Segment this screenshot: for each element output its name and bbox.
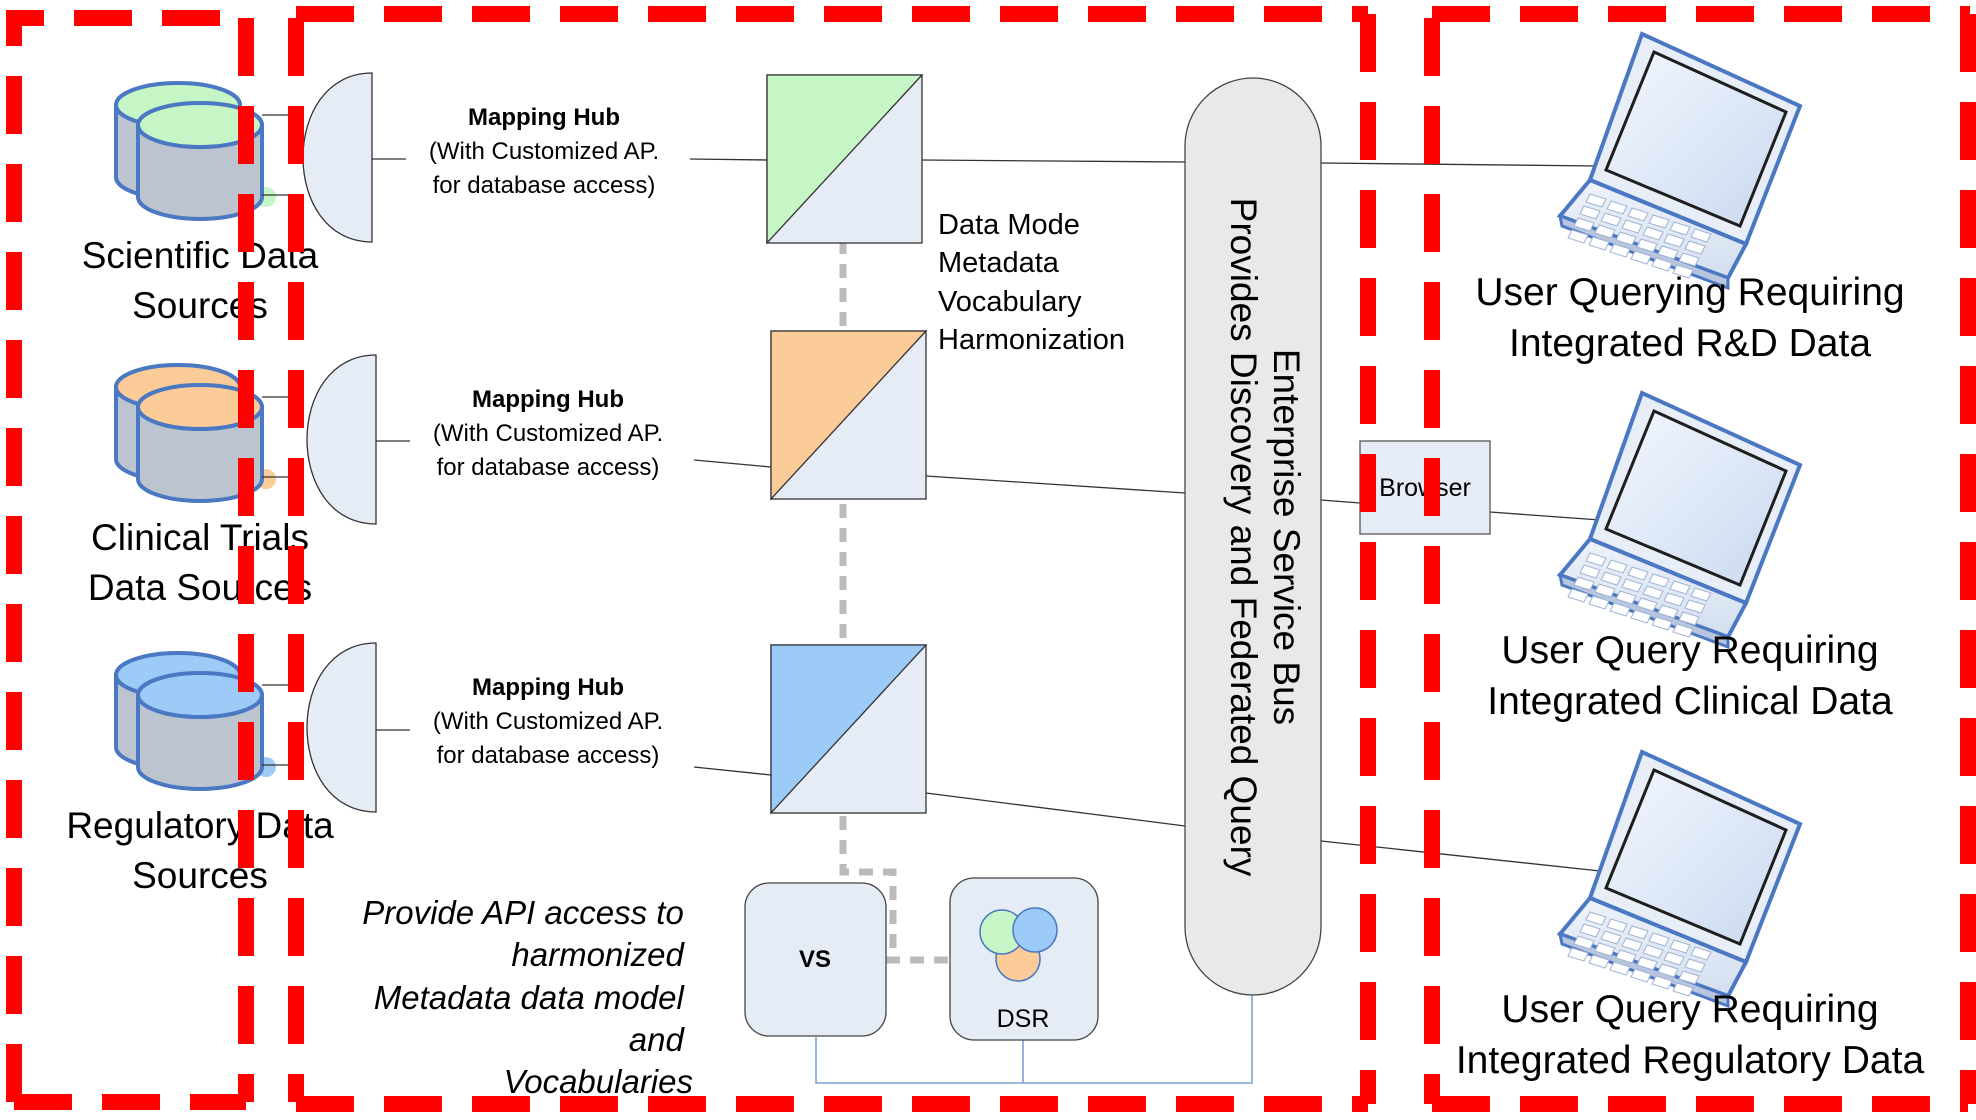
api-note: Provide API access to harmonized Metadat…: [362, 894, 693, 1100]
connector-box3-esb: [925, 792, 1186, 827]
api-note-line: and: [629, 1021, 686, 1058]
laptop-icon: [1556, 749, 1803, 1009]
dashed-boundaries: [6, 6, 1976, 1112]
mapping-hub-1[interactable]: Mapping Hub (With Customized AP. for datab…: [302, 72, 659, 243]
user-label: Integrated Clinical Data: [1487, 680, 1893, 723]
connector-hub3-box: [693, 766, 772, 776]
metadata-label-line: Metadata: [938, 247, 1060, 279]
connector-box1-esb: [921, 159, 1186, 163]
harmonization-dotted-link: [839, 168, 955, 964]
data-source-label: Scientific Data: [82, 235, 319, 276]
mapping-hub-shape: [306, 642, 377, 813]
harmonization-box-2[interactable]: [770, 330, 928, 501]
user-label: User Querying Requiring: [1475, 271, 1904, 314]
metadata-label: Data Mode Metadata Vocabulary Harmonizat…: [938, 209, 1125, 356]
metadata-label-line: Data Mode: [938, 209, 1080, 241]
api-note-line: Vocabularies: [503, 1063, 693, 1100]
metadata-label-line: Harmonization: [938, 324, 1125, 356]
laptop-icon: [1556, 390, 1803, 650]
api-note-line: Provide API access to: [362, 894, 684, 931]
dsr-circle-blue: [1012, 907, 1058, 953]
data-source-label: Clinical Trials: [91, 517, 309, 558]
connector-esb-browser: [1320, 499, 1361, 504]
harmonization-box-1[interactable]: [766, 74, 924, 245]
mapping-hub-title: Mapping Hub: [472, 386, 624, 413]
database-icon: [136, 671, 264, 791]
user-label: Integrated Regulatory Data: [1456, 1039, 1925, 1082]
mapping-hub-subtitle: (With Customized AP.: [433, 420, 663, 447]
connector-browser-user2: [1489, 511, 1601, 521]
mapping-hub-3[interactable]: Mapping Hub (With Customized AP. for datab…: [306, 642, 663, 813]
mapping-hub-subtitle: for database access): [433, 172, 656, 199]
laptop-icon: [1556, 31, 1803, 291]
connector-hub2-box: [693, 459, 772, 468]
database-icon: [136, 383, 264, 503]
connector-esb-user1: [1320, 162, 1601, 167]
mapping-hub-title: Mapping Hub: [468, 104, 620, 131]
user-label: User Query Requiring: [1501, 988, 1878, 1031]
boundary-left: [6, 10, 246, 1102]
mapping-hub-2[interactable]: Mapping Hub (With Customized AP. for datab…: [306, 354, 663, 525]
connectors: [372, 158, 1601, 872]
connector-box2-esb: [925, 475, 1186, 494]
api-bus-connector: [815, 995, 1253, 1084]
harmonization-box-3[interactable]: [770, 644, 928, 815]
connector-hub1-box: [689, 158, 769, 161]
mapping-hub-subtitle: for database access): [437, 742, 660, 769]
user-label: Integrated R&D Data: [1509, 322, 1871, 365]
mapping-hubs: Mapping Hub (With Customized AP. for datab…: [302, 72, 663, 813]
data-source-label: Data Sources: [88, 567, 312, 608]
vs-label: VS: [799, 946, 831, 973]
enterprise-service-bus: Enterprise Service Bus Provides Discover…: [1184, 77, 1322, 996]
mapping-hub-subtitle: (With Customized AP.: [433, 708, 663, 735]
mapping-hub-subtitle: (With Customized AP.: [429, 138, 659, 165]
database-icon: [136, 101, 264, 221]
harmonization-boxes: [766, 74, 928, 815]
user-label: User Query Requiring: [1501, 629, 1878, 672]
mapping-hub-shape: [302, 72, 373, 243]
esb-subtitle: Provides Discovery and Federated Query: [1223, 198, 1264, 877]
mapping-hub-subtitle: for database access): [437, 454, 660, 481]
api-note-line: harmonized: [511, 936, 685, 973]
vs-box[interactable]: VS: [744, 882, 887, 1037]
dsr-label: DSR: [997, 1005, 1050, 1033]
metadata-label-line: Vocabulary: [938, 286, 1082, 318]
mapping-hub-shape: [306, 354, 377, 525]
mapping-hub-title: Mapping Hub: [472, 674, 624, 701]
dsr-box[interactable]: DSR: [949, 877, 1099, 1041]
esb-title: Enterprise Service Bus: [1266, 349, 1307, 725]
api-note-line: Metadata data model: [374, 979, 686, 1016]
